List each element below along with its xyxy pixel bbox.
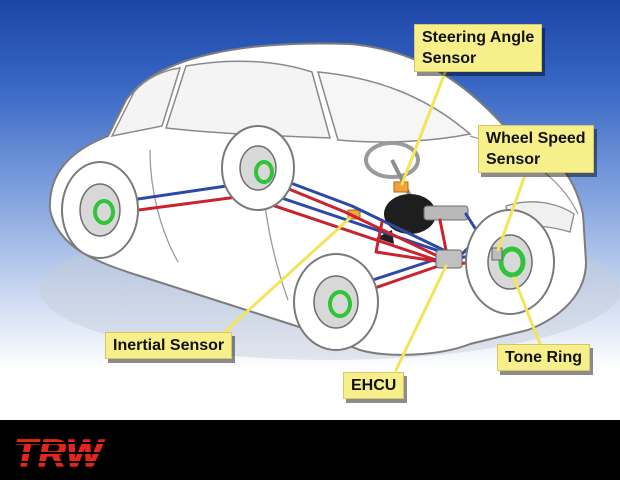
wheel-rear-right	[293, 253, 379, 351]
steering-angle-sensor-unit	[393, 181, 409, 193]
vehicle-diagram	[40, 42, 620, 372]
steering-wheel	[364, 141, 420, 179]
leader-ehcu	[394, 264, 448, 372]
leader-tone-ring	[512, 276, 542, 346]
wheel-rear-left	[61, 161, 139, 259]
ehcu-unit	[435, 249, 463, 269]
trw-logo: TRW	[12, 432, 132, 472]
label-steering-angle-sensor: Steering Angle Sensor	[414, 24, 543, 72]
brake-line-red-master	[374, 218, 448, 264]
wheel-front-right	[465, 209, 555, 315]
wheel-speed-sensor-unit	[491, 247, 503, 261]
wheel-front-left-rear	[221, 125, 295, 211]
leader-steering-angle-sensor	[400, 68, 448, 186]
label-tone-ring: Tone Ring	[497, 344, 591, 371]
label-inertial-sensor: Inertial Sensor	[105, 332, 233, 359]
leader-inertial-sensor	[216, 216, 352, 340]
footer-bar: TRW	[0, 420, 620, 480]
label-ehcu: EHCU	[343, 372, 405, 399]
label-wheel-speed-sensor: Wheel Speed Sensor	[478, 125, 594, 173]
leader-wheel-speed-sensor	[496, 176, 526, 252]
brake-booster	[384, 194, 436, 234]
master-cylinder	[423, 205, 469, 221]
car-side-window	[165, 60, 331, 139]
car-rear-window	[110, 67, 182, 138]
